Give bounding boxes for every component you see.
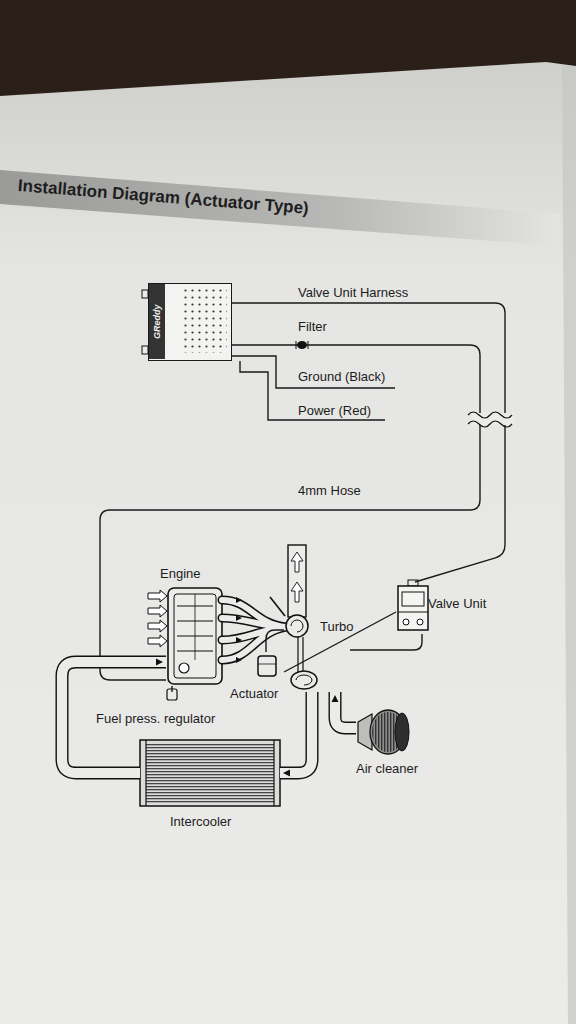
part-label: Filter <box>298 319 327 334</box>
node-label: Air cleaner <box>356 761 418 776</box>
vacuum-hose <box>266 630 284 652</box>
title-band <box>0 170 560 246</box>
controller-wires <box>232 356 395 420</box>
engine-drawing <box>148 588 222 684</box>
diagram-title: Installation Diagram (Actuator Type) <box>17 176 309 219</box>
exhaust-pipe <box>288 545 306 617</box>
vacuum-hose <box>100 345 480 680</box>
wastegate-actuator: Actuator <box>236 652 284 700</box>
filter-symbol <box>296 341 308 349</box>
intercooler-drawing <box>140 740 280 806</box>
vacuum-hose <box>284 612 396 672</box>
controller-buttons <box>184 289 227 353</box>
node-label: Intercooler <box>170 814 231 829</box>
node-label: Turbo <box>320 619 353 634</box>
node-label: Engine <box>160 566 200 581</box>
node-label: Valve Unit <box>428 596 486 611</box>
edge-label: 4mm Hose <box>298 483 361 498</box>
air-pipe <box>280 692 312 777</box>
page-shadow <box>562 66 576 1024</box>
fuel-pressure-regulator: Fuel press. regulator <box>94 692 244 728</box>
valve-unit-drawing <box>398 580 428 630</box>
exhaust-manifold <box>222 597 286 663</box>
node-label: GReddy <box>149 284 165 359</box>
turbo-drawing <box>270 597 317 689</box>
part-label: Power (Red) <box>298 403 371 418</box>
air-cleaner: Air cleaner <box>356 705 444 780</box>
vacuum-hose <box>350 634 422 650</box>
air-cleaner-drawing <box>358 710 409 754</box>
node-label: Fuel press. regulator <box>96 711 215 726</box>
actuator-drawing <box>258 656 276 676</box>
part-label: Ground (Black) <box>298 369 385 384</box>
vacuum-hose <box>172 686 173 692</box>
intercooler: Intercooler <box>140 738 280 832</box>
controller-ports <box>142 290 148 354</box>
edge-label: Valve Unit Harness <box>298 285 408 300</box>
break-mark <box>468 412 514 427</box>
turbo-charger: Turbo <box>284 608 350 692</box>
air-pipe <box>332 692 357 728</box>
engine-block: Engine <box>166 570 224 686</box>
node-label: Actuator <box>230 686 278 701</box>
valve-unit: Valve Unit <box>396 582 496 634</box>
page-sheet <box>0 62 576 1024</box>
